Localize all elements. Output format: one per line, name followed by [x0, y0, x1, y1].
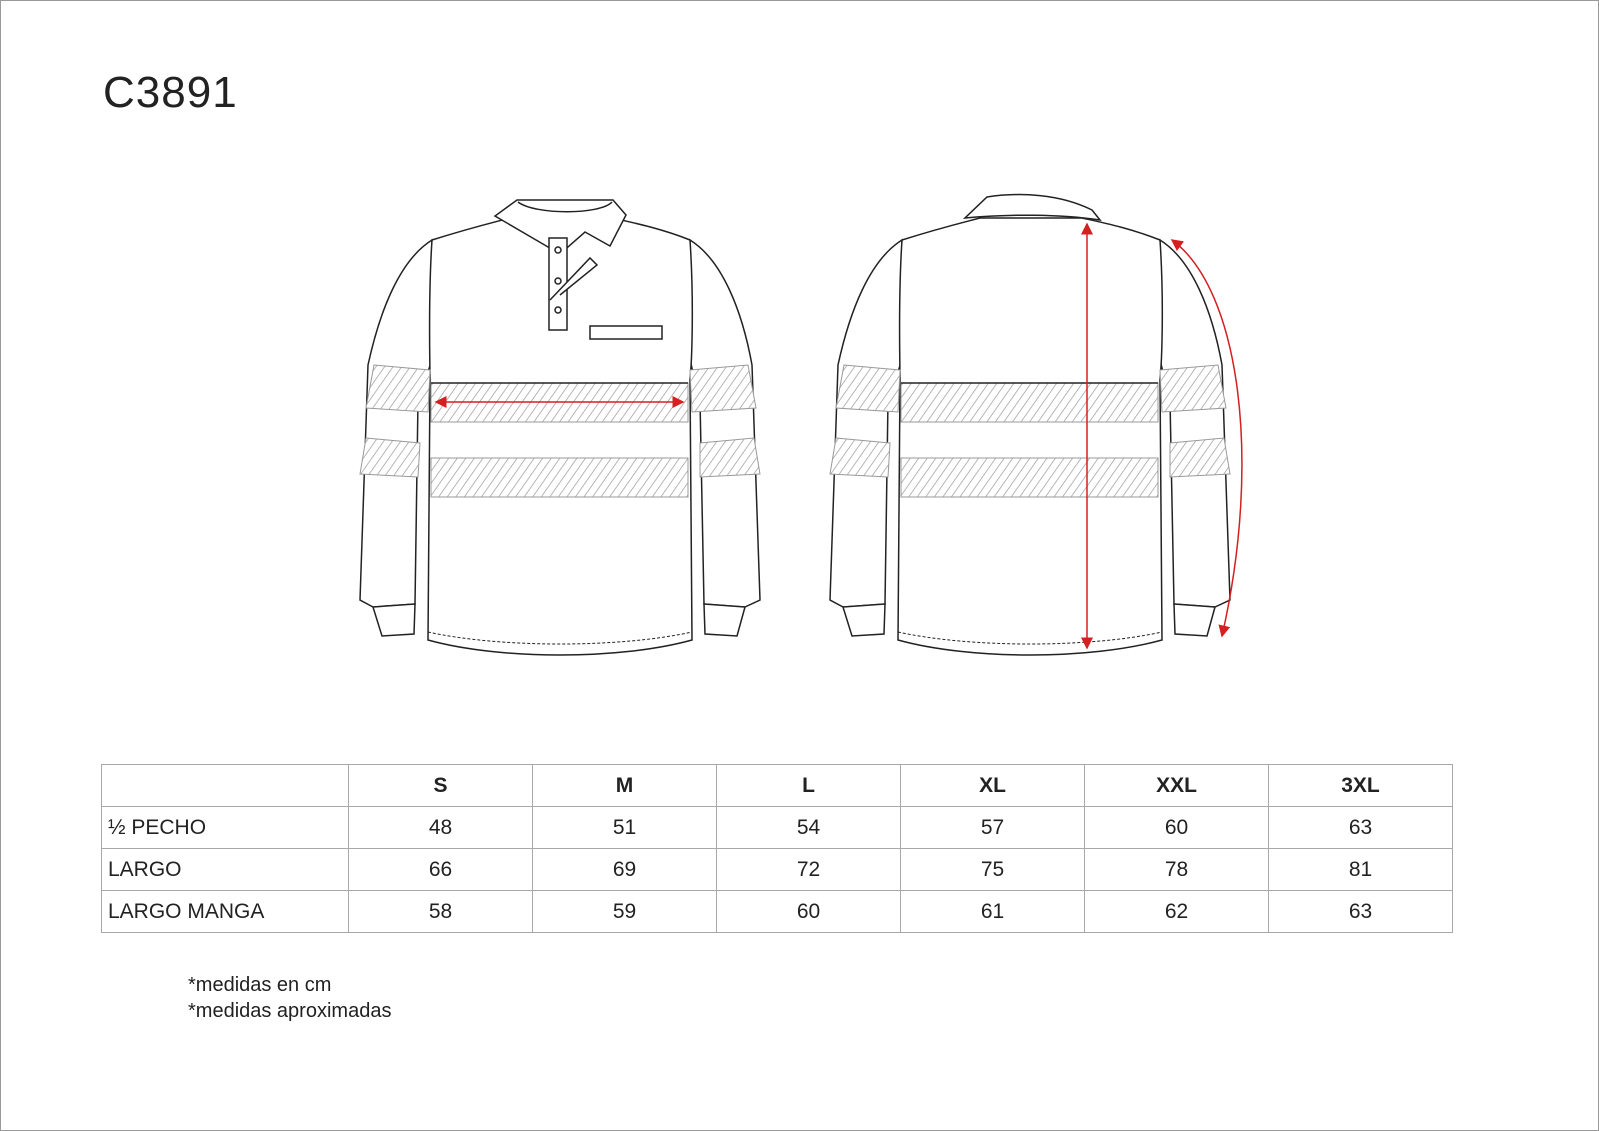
back-collar [962, 193, 1102, 222]
back-view [829, 193, 1243, 656]
cell: 81 [1268, 848, 1453, 891]
cell: 60 [1084, 806, 1269, 849]
row-label: ½ PECHO [101, 806, 349, 849]
header-size: XL [900, 764, 1085, 807]
cell: 60 [716, 890, 901, 933]
notes: *medidas en cm *medidas aproximadas [188, 972, 391, 1024]
cell: 63 [1268, 890, 1453, 933]
table-header-row: S M L XL XXL 3XL [101, 764, 1453, 807]
product-code: C3891 [103, 68, 238, 117]
front-right-sleeve [689, 238, 761, 608]
header-size: S [348, 764, 533, 807]
front-collar [493, 199, 627, 255]
header-size: M [532, 764, 717, 807]
cell: 69 [532, 848, 717, 891]
table-row: LARGO 66 69 72 75 78 81 [101, 848, 1453, 891]
size-table: S M L XL XXL 3XL ½ PECHO 48 51 54 57 60 … [101, 764, 1453, 933]
cell: 75 [900, 848, 1085, 891]
header-size: 3XL [1268, 764, 1453, 807]
cell: 61 [900, 890, 1085, 933]
garment-drawings [359, 193, 1243, 656]
back-body [897, 217, 1164, 656]
cell: 54 [716, 806, 901, 849]
sleeve-measure-arrow [1170, 239, 1243, 638]
table-row: LARGO MANGA 58 59 60 61 62 63 [101, 890, 1453, 933]
back-left-sleeve [829, 238, 903, 608]
header-blank [101, 764, 349, 807]
cell: 66 [348, 848, 533, 891]
cell: 51 [532, 806, 717, 849]
cell: 78 [1084, 848, 1269, 891]
note-approx: *medidas aproximadas [188, 1000, 392, 1022]
back-right-sleeve [1159, 238, 1231, 608]
chest-pocket [589, 325, 663, 340]
cell: 62 [1084, 890, 1269, 933]
cell: 58 [348, 890, 533, 933]
header-size: XXL [1084, 764, 1269, 807]
cell: 63 [1268, 806, 1453, 849]
front-view [359, 199, 761, 656]
front-right-cuff [703, 603, 746, 637]
cell: 57 [900, 806, 1085, 849]
cell: 48 [348, 806, 533, 849]
table-row: ½ PECHO 48 51 54 57 60 63 [101, 806, 1453, 849]
header-size: L [716, 764, 901, 807]
cell: 59 [532, 890, 717, 933]
row-label: LARGO [101, 848, 349, 891]
front-stripe-2 [430, 457, 689, 498]
front-left-sleeve [359, 238, 433, 608]
note-units: *medidas en cm [188, 974, 332, 996]
row-label: LARGO MANGA [101, 890, 349, 933]
cell: 72 [716, 848, 901, 891]
front-left-cuff [372, 603, 416, 637]
